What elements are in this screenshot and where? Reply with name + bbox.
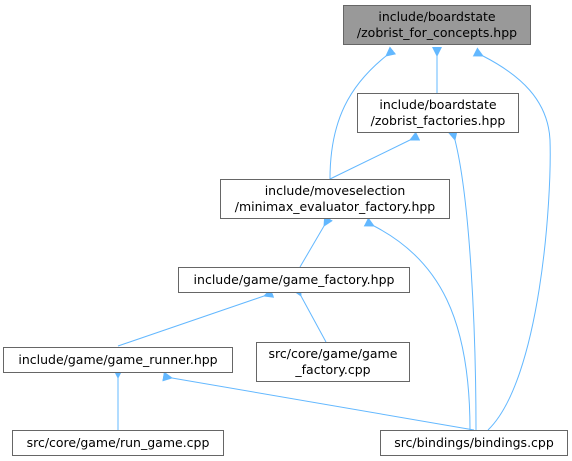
node-game-runner[interactable]: include/game/game_runner.hpp — [3, 347, 233, 373]
edge-bindings-to-zobrist-for-concepts — [472, 47, 551, 431]
node-label: src/bindings/bindings.cpp — [394, 435, 554, 450]
node-game-factory-hpp[interactable]: include/game/game_factory.hpp — [178, 267, 410, 293]
edge-minimax-to-zobrist-factories — [329, 131, 421, 180]
edge-game-runner-to-game-factory — [117, 288, 275, 347]
edge-game-factory-to-minimax — [299, 215, 333, 268]
edge-game-factory-cpp-to-game-factory — [292, 285, 327, 343]
edge-bindings-to-minimax — [363, 217, 471, 431]
edge-bindings-to-game-runner — [162, 371, 475, 431]
node-label-line1: include/moveselection — [264, 183, 406, 198]
node-zobrist-factories[interactable]: include/boardstate /zobrist_factories.hp… — [357, 93, 519, 133]
edge-minimax-to-zobrist-for-concepts — [329, 46, 397, 180]
node-label-line1: include/boardstate — [378, 9, 496, 24]
node-label-line2: _factory.cpp — [295, 362, 371, 377]
node-label: include/game/game_runner.hpp — [18, 352, 218, 367]
node-game-factory-cpp[interactable]: src/core/game/game _factory.cpp — [256, 342, 410, 382]
node-label-line2: /minimax_evaluator_factory.hpp — [234, 199, 436, 214]
node-run-game[interactable]: src/core/game/run_game.cpp — [12, 430, 224, 456]
node-label-line2: /zobrist_for_concepts.hpp — [356, 25, 518, 40]
node-zobrist-for-concepts[interactable]: include/boardstate /zobrist_for_concepts… — [343, 5, 531, 45]
node-label-line1: include/boardstate — [379, 97, 497, 112]
node-label-line1: src/core/game/game — [268, 346, 398, 361]
node-label: include/game/game_factory.hpp — [193, 272, 395, 287]
node-label-line2: /zobrist_factories.hpp — [370, 113, 506, 128]
edge-bindings-to-zobrist-factories — [447, 130, 477, 431]
node-minimax-evaluator-factory[interactable]: include/moveselection /minimax_evaluator… — [220, 179, 450, 219]
node-label: src/core/game/run_game.cpp — [26, 435, 210, 450]
node-bindings[interactable]: src/bindings/bindings.cpp — [380, 430, 568, 456]
